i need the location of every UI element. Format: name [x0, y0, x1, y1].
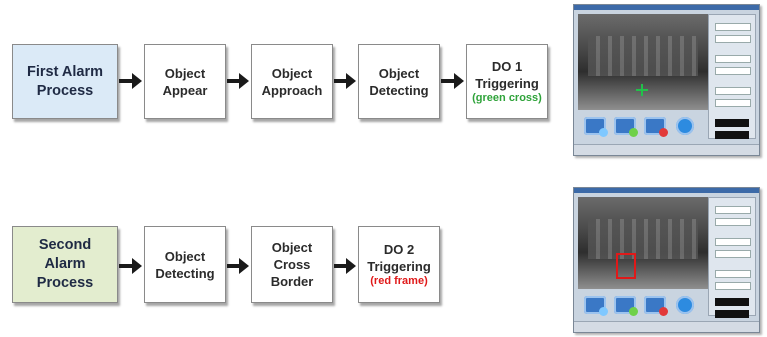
step-object-approach-line2: Approach: [261, 82, 323, 98]
arrow-1-3: [334, 73, 356, 89]
panel-button: [715, 310, 749, 318]
step-object-appear: Object Appear: [144, 44, 226, 119]
camera-window-screenshot-2: [573, 187, 760, 333]
second-alarm-process-label-line1: Second: [38, 237, 92, 253]
step-object-cross-border-line2: Cross: [273, 257, 311, 272]
panel-button: [715, 119, 749, 127]
status-bar: [574, 144, 759, 155]
panel-field: [715, 23, 751, 31]
red-frame-marker-icon: [616, 253, 636, 279]
green-cross-marker-icon: [636, 84, 648, 96]
panel-field: [715, 282, 751, 290]
do2-note-red-frame: (red frame): [370, 275, 428, 287]
step-object-approach-line1: Object: [271, 65, 313, 81]
camera-window-screenshot-1: [573, 4, 760, 156]
do2-triggering-label: Triggering: [367, 259, 431, 274]
building-background: [588, 219, 698, 259]
panel-field: [715, 87, 751, 95]
title-bar: [574, 188, 759, 193]
arrow-2-1: [119, 258, 142, 274]
second-alarm-process-box: Second Alarm Process: [12, 226, 118, 303]
panel-field: [715, 67, 751, 75]
step-object-detecting-2-line1: Object: [164, 248, 206, 264]
do1-note-green-cross: (green cross): [472, 92, 542, 104]
step-object-detecting-2-line2: Detecting: [155, 265, 215, 281]
info-icon: [676, 296, 694, 314]
camera-delete-icon: [644, 117, 668, 137]
camera-add-icon: [614, 117, 638, 137]
step-object-cross-border-line3: Border: [270, 274, 314, 289]
do1-trigger-box: DO 1 Triggering (green cross): [466, 44, 548, 119]
step-object-detecting-1: Object Detecting: [358, 44, 440, 119]
panel-field: [715, 218, 751, 226]
step-object-cross-border-line1: Object: [271, 240, 313, 255]
arrow-2-3: [334, 258, 356, 274]
panel-button: [715, 298, 749, 306]
panel-field: [715, 206, 751, 214]
camera-icon: [584, 296, 608, 316]
first-alarm-process-label-line1: First Alarm: [26, 63, 103, 80]
step-object-appear-line2: Appear: [162, 82, 208, 98]
arrow-1-1: [119, 73, 142, 89]
panel-field: [715, 35, 751, 43]
step-object-detecting-1-line1: Object: [378, 65, 420, 81]
panel-button: [715, 131, 749, 139]
first-alarm-process-label-line2: Process: [36, 82, 94, 99]
second-alarm-process-label-line2: Alarm: [44, 256, 86, 272]
video-view: [578, 14, 708, 110]
settings-panel: [708, 14, 756, 139]
panel-field: [715, 250, 751, 258]
panel-field: [715, 55, 751, 63]
title-bar: [574, 5, 759, 10]
second-alarm-process-label-line3: Process: [36, 275, 94, 291]
info-icon: [676, 117, 694, 135]
step-object-approach: Object Approach: [251, 44, 333, 119]
panel-field: [715, 270, 751, 278]
building-background: [588, 36, 698, 76]
first-alarm-process-box: First Alarm Process: [12, 44, 118, 119]
arrow-1-2: [227, 73, 249, 89]
do1-triggering-label: Triggering: [475, 76, 539, 91]
arrow-1-4: [441, 73, 464, 89]
settings-panel: [708, 197, 756, 318]
camera-add-icon: [614, 296, 638, 316]
step-object-appear-line1: Object: [164, 65, 206, 81]
do2-label: DO 2: [383, 242, 415, 257]
camera-delete-icon: [644, 296, 668, 316]
arrow-2-2: [227, 258, 249, 274]
panel-field: [715, 99, 751, 107]
do1-label: DO 1: [491, 59, 523, 74]
do2-trigger-box: DO 2 Triggering (red frame): [358, 226, 440, 303]
step-object-detecting-1-line2: Detecting: [369, 82, 429, 98]
status-bar: [574, 321, 759, 332]
step-object-detecting-2: Object Detecting: [144, 226, 226, 303]
video-view: [578, 197, 708, 289]
step-object-cross-border: Object Cross Border: [251, 226, 333, 303]
panel-field: [715, 238, 751, 246]
camera-icon: [584, 117, 608, 137]
